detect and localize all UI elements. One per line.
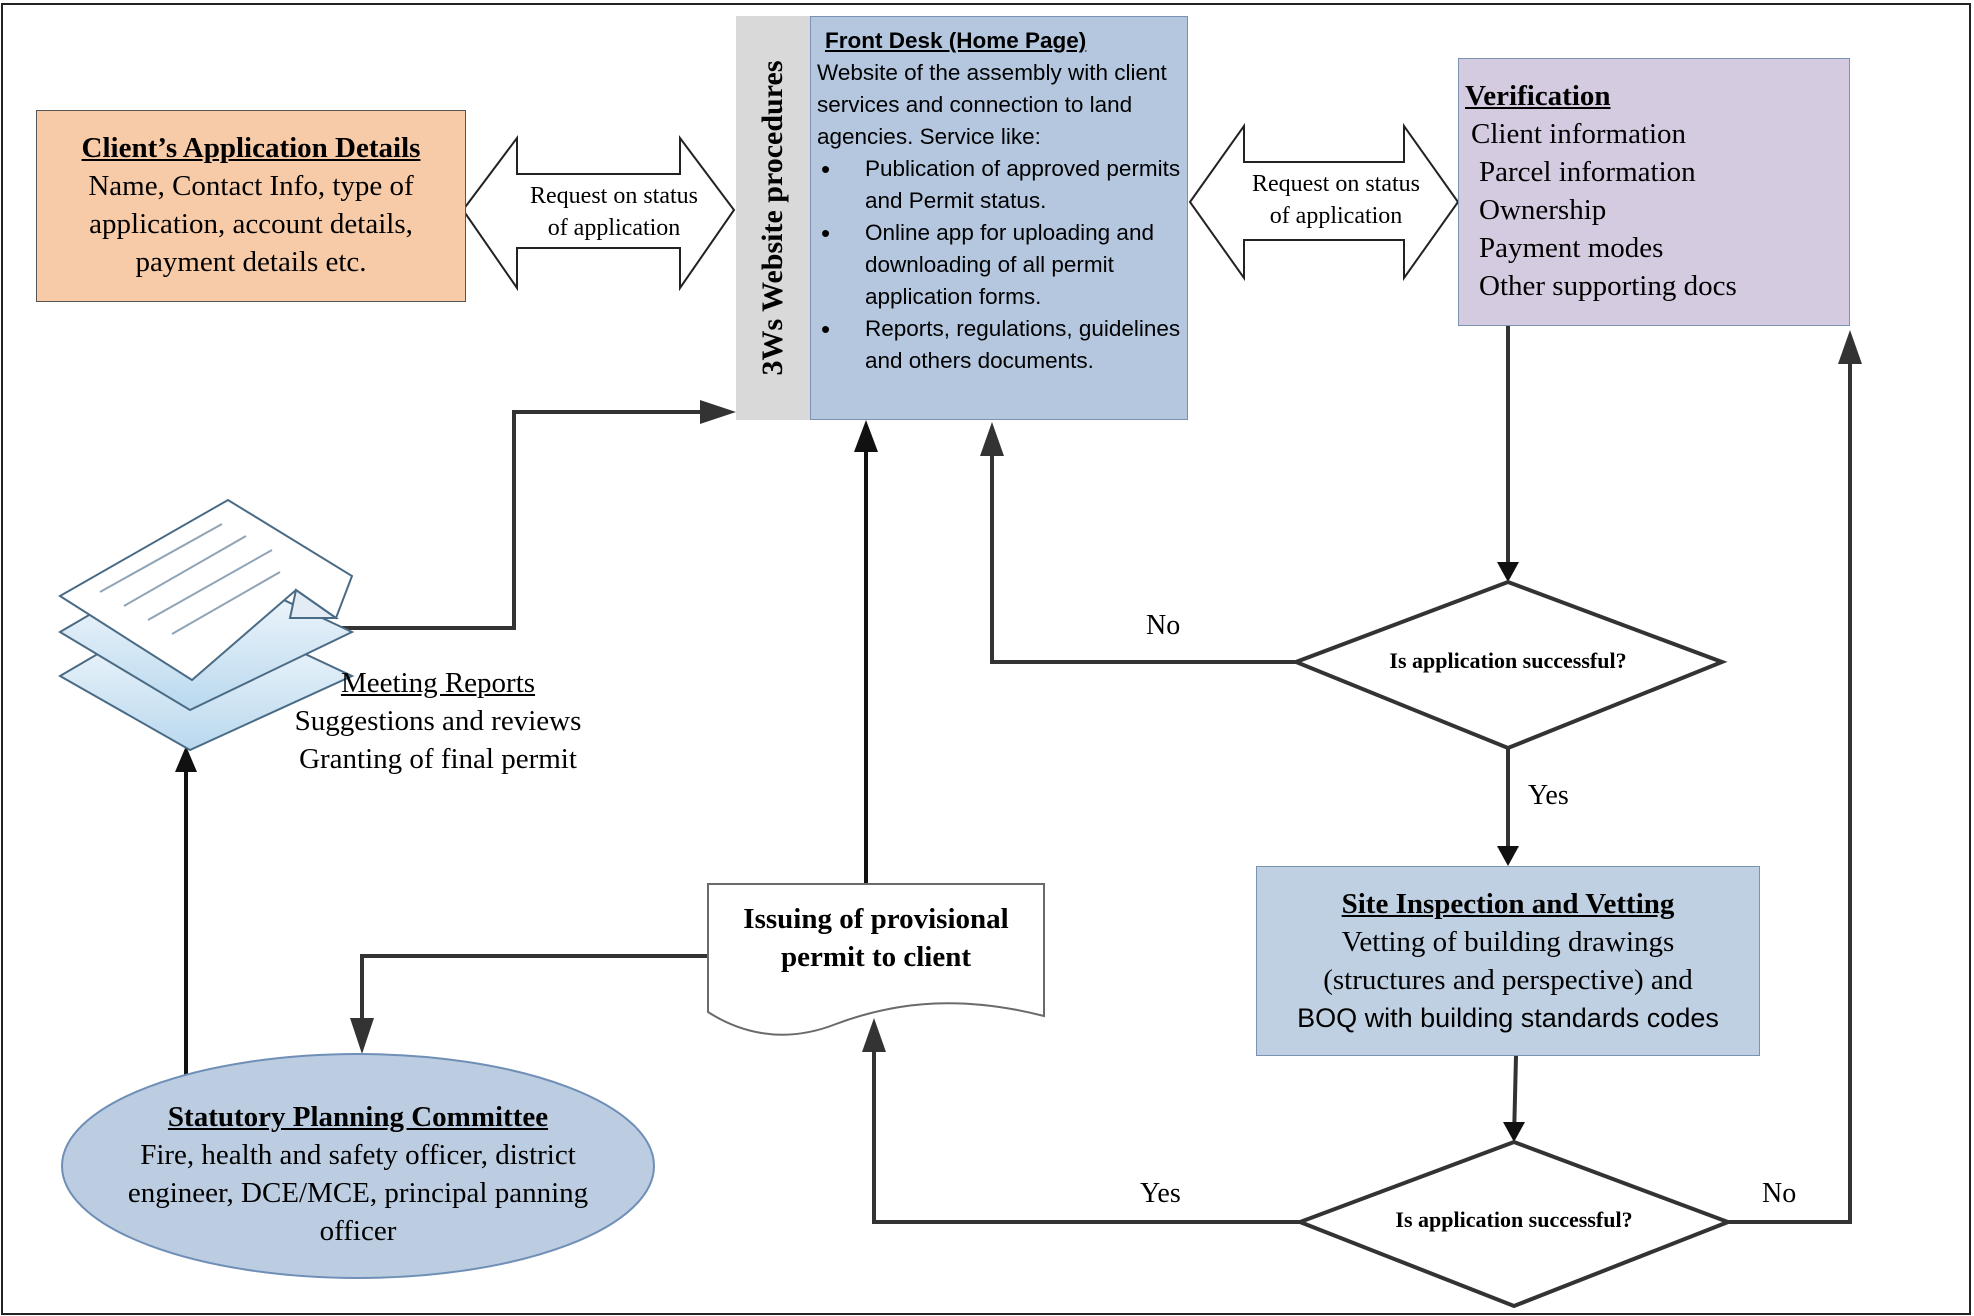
front-desk-title: Front Desk (Home Page) <box>825 28 1087 53</box>
front-desk-service-item: Publication of approved permits and Perm… <box>821 153 1187 217</box>
decision-2-diamond <box>1294 1139 1734 1309</box>
arrowhead-committee <box>350 1018 374 1054</box>
decision-2-yes-label: Yes <box>1140 1178 1181 1209</box>
front-desk-service-item: Online app for uploading and downloading… <box>821 217 1187 313</box>
website-band-label: 3Ws Website procedures <box>756 60 789 376</box>
arrowhead-site-inspection <box>1497 846 1519 866</box>
front-desk-service-item: Reports, regulations, guidelines and oth… <box>821 313 1187 377</box>
committee-text: Statutory Planning Committee Fire, healt… <box>92 1098 624 1250</box>
provisional-permit-shape <box>707 883 1045 1036</box>
decision-2-question: Is application successful? <box>1395 1207 1633 1232</box>
connector-decision2-no <box>1728 354 1852 1224</box>
site-inspection-box: Site Inspection and Vetting Vetting of b… <box>1256 866 1760 1056</box>
verification-item: Payment modes <box>1479 232 1664 264</box>
committee-ellipse <box>61 1053 655 1279</box>
arrowhead-reports <box>175 746 197 772</box>
arrowhead-verification <box>1838 330 1862 364</box>
site-inspection-line3: BOQ with building standards codes <box>1297 1003 1719 1033</box>
client-details-title: Client’s Application Details <box>81 132 421 164</box>
connector-reports-to-website <box>340 410 710 630</box>
front-desk-box: Front Desk (Home Page) Website of the as… <box>810 16 1188 420</box>
request-arrow-right-label: Request on status of application <box>1236 168 1436 232</box>
arrowhead-decision1 <box>1497 562 1519 582</box>
paper-stack-icon <box>57 498 355 752</box>
verification-title: Verification <box>1465 80 1611 112</box>
connector-decision1-no <box>990 434 1296 664</box>
meeting-reports-title: Meeting Reports <box>340 667 536 699</box>
request-arrow-right-line1: Request on status <box>1252 171 1420 197</box>
connector-permit-to-committee <box>360 954 708 1030</box>
arrowhead-front-desk-no <box>980 422 1004 456</box>
site-inspection-line1: Vetting of building drawings <box>1341 926 1675 958</box>
verification-item: Parcel information <box>1479 156 1696 188</box>
committee-body: Fire, health and safety officer, distric… <box>127 1139 589 1247</box>
outer-frame <box>1 3 1971 1315</box>
front-desk-services-list: Publication of approved permits and Perm… <box>817 153 1187 377</box>
meeting-reports-text: Meeting Reports Suggestions and reviews … <box>248 664 628 778</box>
request-double-arrow-left <box>461 135 736 292</box>
website-band: 3Ws Website procedures <box>736 16 810 420</box>
site-inspection-line2: (structures and perspective) and <box>1323 964 1693 996</box>
provisional-permit-line2: permit to client <box>780 941 972 973</box>
connector-decision2-yes <box>872 1040 1300 1224</box>
verification-item: Other supporting docs <box>1479 270 1737 302</box>
meeting-reports-line1: Suggestions and reviews <box>294 705 582 737</box>
client-details-box: Client’s Application Details Name, Conta… <box>36 110 466 302</box>
decision-2-no-label: No <box>1762 1178 1797 1209</box>
committee-title: Statutory Planning Committee <box>167 1101 549 1133</box>
arrowhead-website <box>700 400 736 424</box>
arrowhead-provisional-permit <box>862 1018 886 1052</box>
decision-1-yes-label: Yes <box>1528 780 1569 811</box>
arrowhead-decision2 <box>1503 1122 1525 1142</box>
request-arrow-left-line1: Request on status <box>530 183 698 209</box>
meeting-reports-line2: Granting of final permit <box>299 743 577 775</box>
provisional-permit-line1: Issuing of provisional <box>743 903 1009 935</box>
request-arrow-right-line2: of application <box>1269 203 1403 229</box>
verification-item: Ownership <box>1479 194 1607 226</box>
decision-1-question: Is application successful? <box>1389 648 1627 673</box>
arrowhead-front-desk-permit <box>854 420 878 452</box>
request-arrow-left-label: Request on status of application <box>514 180 714 244</box>
decision-1-no-label: No <box>1146 610 1181 641</box>
verification-item: Client information <box>1471 118 1687 150</box>
request-arrow-left-line2: of application <box>547 215 681 241</box>
client-details-body: Name, Contact Info, type of application,… <box>88 170 414 278</box>
front-desk-intro: Website of the assembly with client serv… <box>817 60 1167 149</box>
site-inspection-title: Site Inspection and Vetting <box>1341 888 1675 920</box>
provisional-permit-text: Issuing of provisional permit to client <box>708 900 1044 976</box>
verification-box: Verification Client information Parcel i… <box>1458 58 1850 326</box>
